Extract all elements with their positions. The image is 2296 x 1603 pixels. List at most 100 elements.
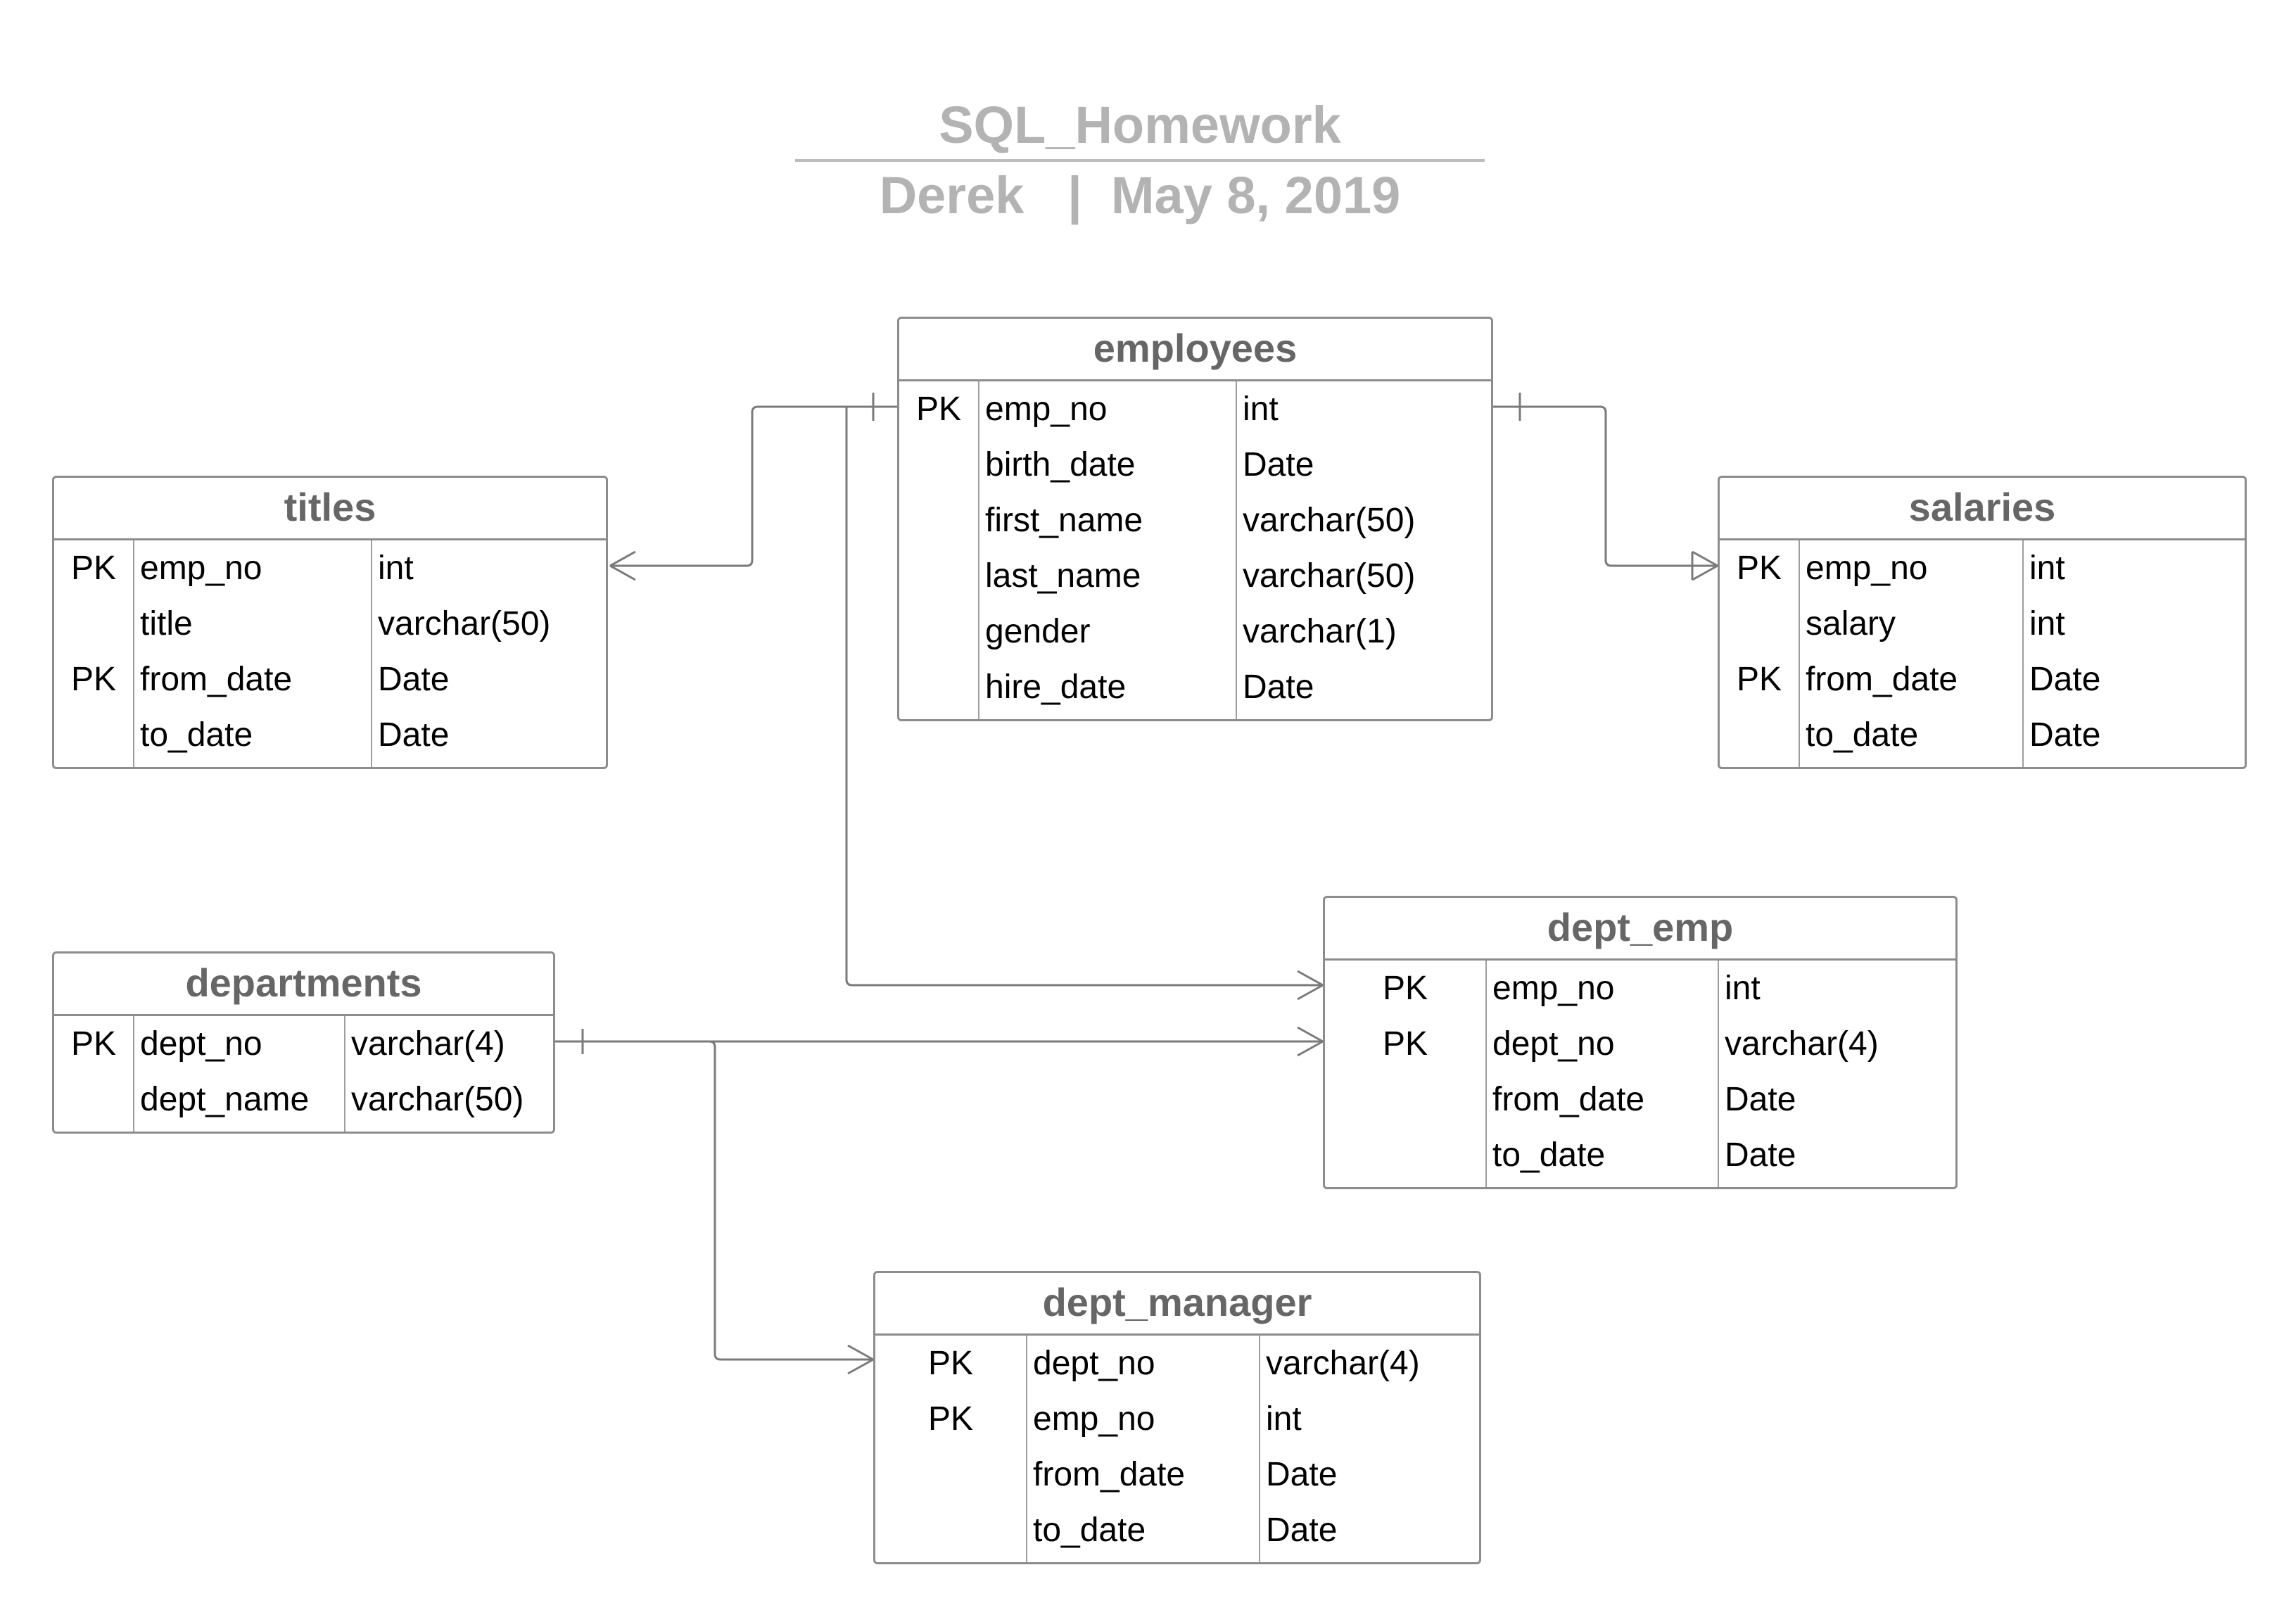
key-label: PK bbox=[1382, 1025, 1428, 1063]
field-name: to_date bbox=[1492, 1136, 1606, 1174]
field-row[interactable]: dept_name varchar(50) bbox=[54, 1072, 553, 1127]
connector-employees-titles bbox=[610, 405, 897, 567]
diagram-title-block: SQL_Homework Derek | May 8, 2019 bbox=[795, 91, 1485, 229]
field-name: from_date bbox=[140, 661, 293, 698]
field-name: emp_no bbox=[1492, 970, 1615, 1007]
entity-header: salaries bbox=[1720, 478, 2245, 540]
diagram-subtitle: Derek | May 8, 2019 bbox=[879, 166, 1401, 224]
key-label: PK bbox=[1736, 550, 1782, 587]
field-type: int bbox=[1725, 970, 1761, 1007]
field-row[interactable]: PK dept_no varchar(4) bbox=[875, 1336, 1479, 1391]
connector-departments-dept-manager bbox=[709, 1040, 873, 1361]
field-name: first_name bbox=[985, 502, 1143, 539]
field-name: from_date bbox=[1806, 661, 1958, 698]
entity-header: dept_emp bbox=[1325, 898, 1955, 961]
field-name: emp_no bbox=[140, 550, 262, 587]
field-name: dept_no bbox=[140, 1025, 262, 1063]
key-label: PK bbox=[70, 661, 117, 698]
field-row[interactable]: PK emp_no int bbox=[54, 540, 606, 596]
entity-body: PK dept_no varchar(4) dept_name varchar(50) bbox=[54, 1016, 553, 1132]
field-type: varchar(4) bbox=[1266, 1345, 1420, 1382]
connector-employees-dept-emp bbox=[845, 407, 1323, 987]
column-divider bbox=[1799, 540, 1800, 767]
field-type: Date bbox=[1266, 1456, 1338, 1493]
entity-header: dept_manager bbox=[875, 1273, 1479, 1336]
crowfoot-marker bbox=[1297, 970, 1324, 987]
crowfoot-marker bbox=[847, 1344, 874, 1361]
field-row[interactable]: to_date Date bbox=[1325, 1127, 1955, 1183]
entity-header: employees bbox=[899, 319, 1491, 381]
field-name: hire_date bbox=[985, 669, 1127, 706]
field-name: last_name bbox=[985, 557, 1141, 595]
key-label: PK bbox=[1382, 970, 1428, 1007]
key-label: PK bbox=[70, 550, 117, 587]
field-name: dept_no bbox=[1033, 1345, 1155, 1382]
field-type: Date bbox=[378, 661, 450, 698]
diagram-title: SQL_Homework bbox=[939, 96, 1341, 154]
key-label: PK bbox=[927, 1345, 974, 1382]
field-name: emp_no bbox=[985, 391, 1108, 428]
title-divider bbox=[795, 159, 1485, 162]
field-type: int bbox=[2029, 605, 2065, 642]
crowfoot-marker bbox=[1692, 550, 1718, 567]
field-type: varchar(1) bbox=[1243, 613, 1397, 650]
field-name: to_date bbox=[1033, 1512, 1146, 1549]
field-row[interactable]: PK dept_no varchar(4) bbox=[54, 1016, 553, 1072]
field-name: to_date bbox=[1806, 716, 1919, 754]
field-type: varchar(50) bbox=[1243, 502, 1416, 539]
field-name: birth_date bbox=[985, 446, 1136, 483]
entity-header: departments bbox=[54, 953, 553, 1016]
crowfoot-marker bbox=[609, 564, 636, 581]
field-row[interactable]: from_date Date bbox=[875, 1447, 1479, 1502]
field-type: varchar(50) bbox=[351, 1081, 524, 1118]
column-divider bbox=[2022, 540, 2024, 767]
field-name: from_date bbox=[1033, 1456, 1186, 1493]
field-row[interactable]: PK emp_no int bbox=[1325, 961, 1955, 1016]
field-type: int bbox=[378, 550, 414, 587]
entity-header: titles bbox=[54, 478, 606, 540]
crowfoot-marker bbox=[609, 550, 636, 567]
key-label: PK bbox=[70, 1025, 117, 1063]
column-divider bbox=[344, 1016, 345, 1132]
field-row[interactable]: first_name varchar(50) bbox=[899, 493, 1491, 548]
crowfoot-marker bbox=[1297, 1026, 1324, 1043]
field-name: emp_no bbox=[1806, 550, 1928, 587]
crowfoot-marker bbox=[847, 1358, 874, 1375]
field-name: from_date bbox=[1492, 1081, 1645, 1118]
field-type: Date bbox=[2029, 661, 2101, 698]
field-row[interactable]: PK from_date Date bbox=[54, 652, 606, 707]
field-type: varchar(50) bbox=[378, 605, 551, 642]
field-row[interactable]: to_date Date bbox=[1720, 707, 2245, 763]
field-type: Date bbox=[1725, 1136, 1796, 1174]
key-label: PK bbox=[915, 391, 962, 428]
column-divider bbox=[1485, 961, 1487, 1187]
field-type: varchar(4) bbox=[351, 1025, 505, 1063]
field-type: Date bbox=[378, 716, 450, 754]
field-name: emp_no bbox=[1033, 1400, 1155, 1438]
field-type: Date bbox=[2029, 716, 2101, 754]
field-name: dept_name bbox=[140, 1081, 310, 1118]
